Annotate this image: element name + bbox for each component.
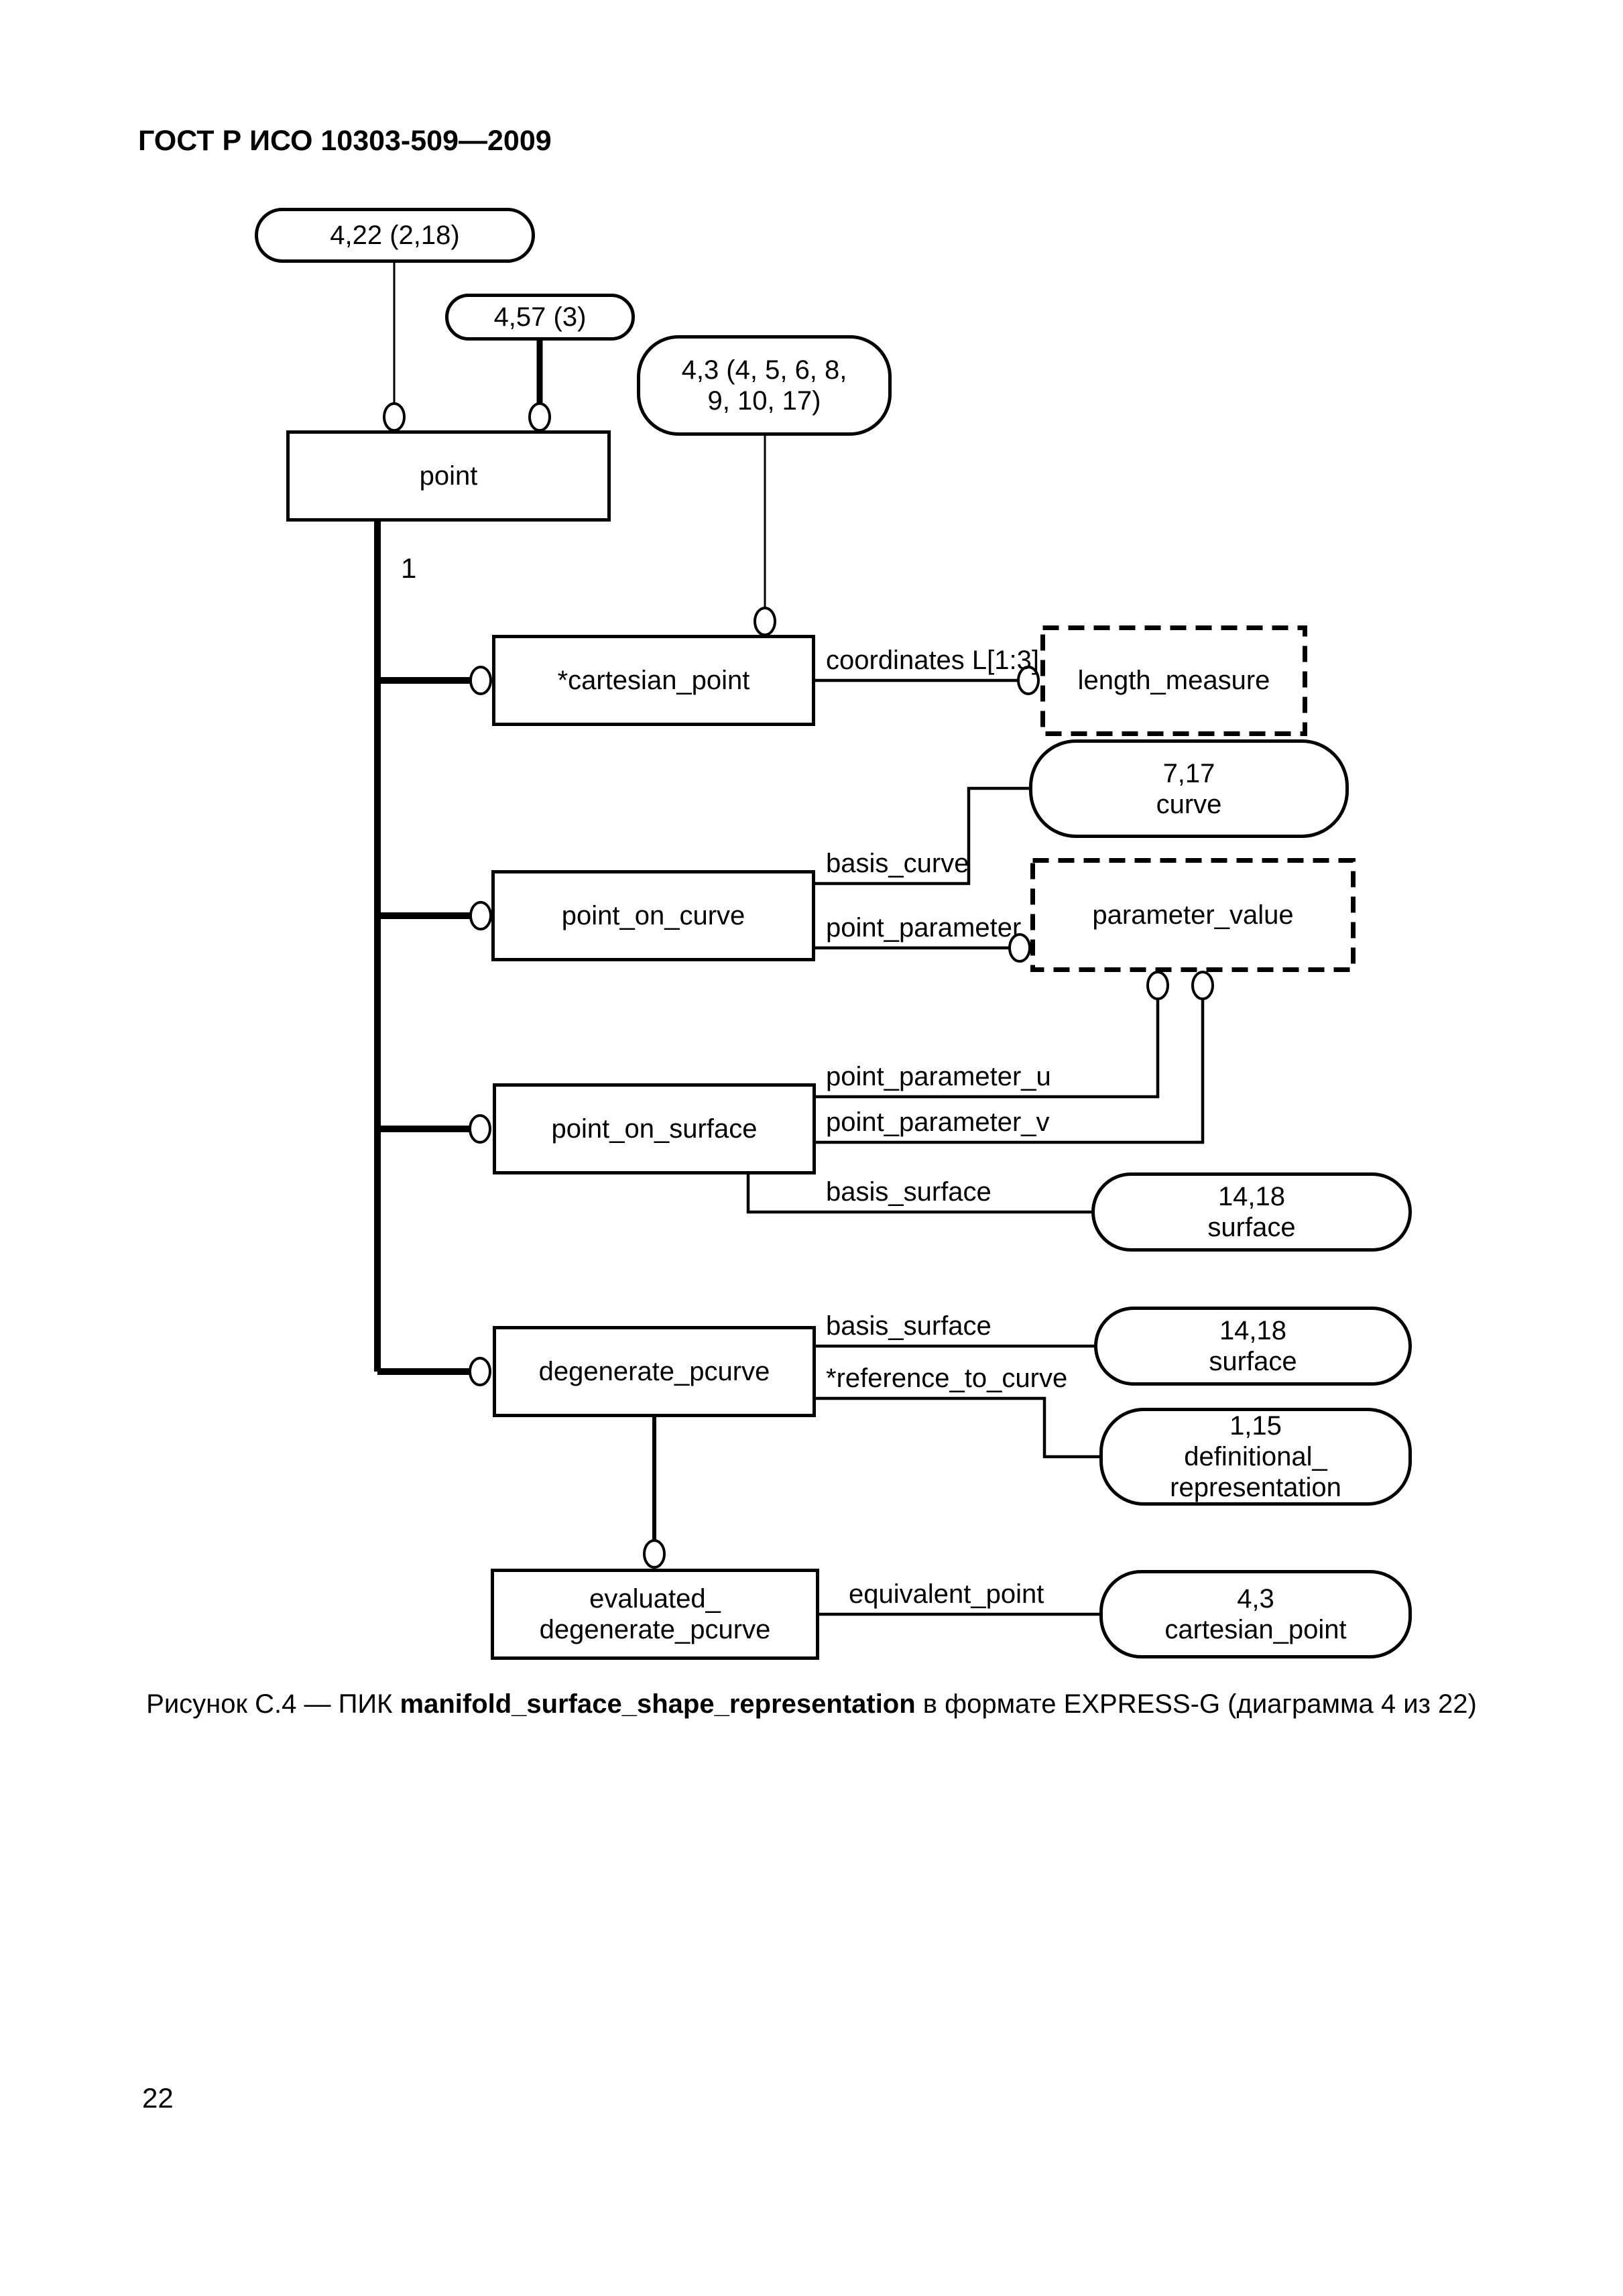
entity-label: *cartesian_point xyxy=(557,666,750,695)
defined-type-box-length-measure xyxy=(1040,625,1307,736)
page-ref-label-line: 14,18 xyxy=(1219,1316,1287,1345)
entity-box-point-on-curve: point_on_curve xyxy=(491,870,815,961)
page-ref-label-line: surface xyxy=(1209,1347,1297,1376)
page-ref-label-line: definitional_ xyxy=(1184,1442,1327,1471)
page-ref-definitional-representation: 1,15 definitional_ representation xyxy=(1099,1408,1412,1506)
edge-basis-surface-1 xyxy=(746,1174,1091,1214)
page-ref-label-line: 9, 10, 17) xyxy=(707,386,821,416)
caption-suffix: в формате EXPRESS-G (диаграмма 4 из 22) xyxy=(915,1689,1477,1719)
edge-point-parameter-v xyxy=(816,999,1205,1144)
page-ref-label-line: representation xyxy=(1170,1473,1341,1502)
page-ref-4-3: 4,3 (4, 5, 6, 8, 9, 10, 17) xyxy=(637,335,892,436)
page-ref-label-line: 7,17 xyxy=(1162,758,1215,788)
defined-type-label-length-measure: length_measure xyxy=(1040,625,1307,736)
page-ref-surface-1: 14,18 surface xyxy=(1091,1172,1412,1252)
attr-label-equivalent-point: equivalent_point xyxy=(849,1579,1044,1609)
edge-reference-to-curve xyxy=(816,1396,1099,1459)
page-ref-label-line: 4,3 xyxy=(1237,1584,1274,1614)
caption-prefix: Рисунок С.4 — ПИК xyxy=(146,1689,400,1719)
entity-label-line: degenerate_pcurve xyxy=(539,1615,771,1644)
page-number: 22 xyxy=(142,2082,174,2114)
page-ref-curve: 7,17 curve xyxy=(1029,739,1349,838)
circle-subtype-cartesian-point xyxy=(469,666,492,695)
circle-evaluated-degenerate xyxy=(643,1539,666,1569)
page-ref-label-line: cartesian_point xyxy=(1164,1615,1347,1644)
page-ref-label: 4,22 (2,18) xyxy=(330,221,460,250)
page-ref-label-line: curve xyxy=(1156,789,1222,819)
circle-parameter-u xyxy=(1146,971,1169,1000)
attr-label-point-parameter-u: point_parameter_u xyxy=(826,1062,1051,1091)
entity-box-cartesian-point: *cartesian_point xyxy=(492,635,815,726)
edge-point-parameter-u xyxy=(816,999,1160,1099)
page-ref-label-line: 1,15 xyxy=(1229,1411,1282,1441)
entity-box-evaluated-degenerate-pcurve: evaluated_ degenerate_pcurve xyxy=(491,1569,819,1660)
defined-type-label-parameter-value: parameter_value xyxy=(1030,858,1356,972)
page-ref-cartesian-point: 4,3 cartesian_point xyxy=(1099,1570,1412,1658)
circle-coordinates-length-measure xyxy=(1017,666,1040,695)
attr-label-basis-surface-2: basis_surface xyxy=(826,1311,991,1341)
entity-box-point-on-surface: point_on_surface xyxy=(493,1083,816,1174)
cardinality-label: 1 xyxy=(401,552,417,584)
circle-ref-4-22-point xyxy=(383,402,406,432)
attr-label-reference-to-curve: *reference_to_curve xyxy=(826,1364,1068,1393)
attr-label-coordinates: coordinates L[1:3] xyxy=(826,646,1039,675)
attr-label-point-parameter: point_parameter xyxy=(826,913,1022,943)
circle-subtype-point-on-surface xyxy=(469,1114,491,1144)
caption-schema-name: manifold_surface_shape_representation xyxy=(400,1689,916,1719)
entity-label: point xyxy=(419,461,478,491)
entity-label: point_on_curve xyxy=(561,901,745,930)
page-ref-label-line: surface xyxy=(1207,1213,1296,1242)
figure-caption: Рисунок С.4 — ПИК manifold_surface_shape… xyxy=(0,1689,1623,1719)
entity-box-point: point xyxy=(286,430,611,522)
defined-type-box-parameter-value xyxy=(1030,858,1356,972)
entity-label: degenerate_pcurve xyxy=(538,1357,770,1386)
circle-subtype-degenerate-pcurve xyxy=(469,1357,491,1386)
page-ref-label: 4,57 (3) xyxy=(493,302,587,332)
attr-label-basis-curve: basis_curve xyxy=(826,849,969,878)
attr-label-basis-surface-1: basis_surface xyxy=(826,1177,991,1207)
page-ref-label-line: 4,3 (4, 5, 6, 8, xyxy=(681,355,847,385)
document-header: ГОСТ Р ИСО 10303-509—2009 xyxy=(138,125,552,157)
defined-type-text: parameter_value xyxy=(1092,900,1294,930)
page-ref-4-22: 4,22 (2,18) xyxy=(255,208,535,263)
attr-label-point-parameter-v: point_parameter_v xyxy=(826,1107,1050,1137)
page-ref-surface-2: 14,18 surface xyxy=(1094,1307,1412,1386)
circle-parameter-v xyxy=(1191,971,1214,1000)
circle-ref-4-3-cartesian xyxy=(754,607,776,636)
entity-box-degenerate-pcurve: degenerate_pcurve xyxy=(493,1326,816,1417)
page-ref-label-line: 14,18 xyxy=(1217,1182,1286,1211)
page-ref-4-57: 4,57 (3) xyxy=(445,294,635,341)
edge-basis-curve xyxy=(815,786,1029,886)
defined-type-text: length_measure xyxy=(1077,666,1270,695)
entity-label: point_on_surface xyxy=(551,1114,758,1144)
circle-ref-4-57-point xyxy=(528,402,551,432)
circle-point-parameter-value xyxy=(1008,933,1031,963)
circle-subtype-point-on-curve xyxy=(469,901,492,930)
entity-label-line: evaluated_ xyxy=(589,1584,721,1614)
